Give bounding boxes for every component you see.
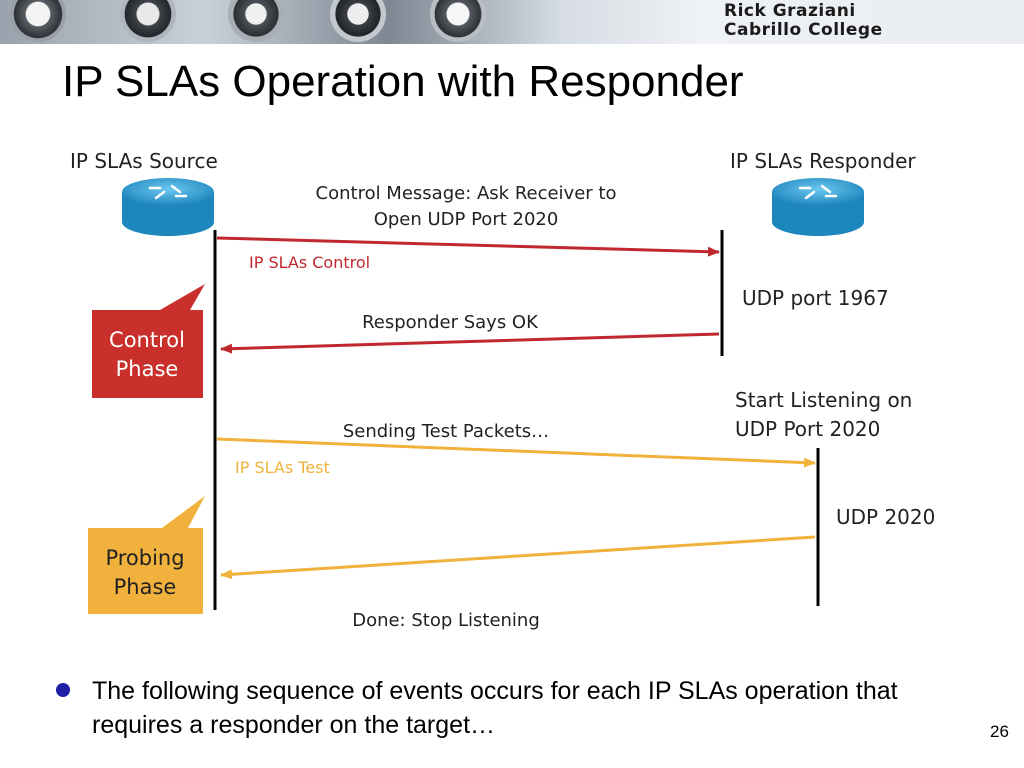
control-response-arrow [220,332,720,354]
udp-port-1967-label: UDP port 1967 [742,286,889,310]
control-phase-line1: Control [109,328,185,352]
slide-title: IP SLAs Operation with Responder [62,57,744,106]
router-icon [772,178,864,236]
test-response-arrow [220,535,816,580]
probing-phase-line1: Probing [105,546,184,570]
start-listening-line1: Start Listening on [735,388,912,412]
responder-says-ok-label: Responder Says OK [362,312,539,333]
probing-phase-line2: Phase [114,575,177,599]
bullet-icon [56,683,70,697]
bullet-text: The following sequence of events occurs … [92,677,898,739]
ip-slas-control-label: IP SLAs Control [249,253,370,272]
control-message-line1: Control Message: Ask Receiver to [316,183,617,204]
control-phase-callout: Control Phase [92,284,205,398]
control-request-arrow [216,236,720,257]
banner-name: Rick Graziani [724,1,856,21]
header-banner: Rick Graziani Cabrillo College [0,0,1024,44]
source-label: IP SLAs Source [70,149,218,173]
test-packets-arrow [216,437,816,468]
slide-number: 26 [990,722,1009,741]
control-message-line2: Open UDP Port 2020 [374,209,559,230]
start-listening-line2: UDP Port 2020 [735,417,880,441]
sending-test-packets-label: Sending Test Packets… [343,421,549,442]
udp-2020-label: UDP 2020 [836,505,935,529]
sequence-diagram: IP SLAs Source IP SLAs Responder Control… [70,149,935,631]
router-icon [122,178,214,236]
ip-slas-test-label: IP SLAs Test [235,458,330,477]
responder-label: IP SLAs Responder [730,149,916,173]
banner-college: Cabrillo College [724,20,883,40]
control-phase-line2: Phase [116,357,179,381]
done-stop-listening-label: Done: Stop Listening [352,610,540,631]
banner-text: Rick Graziani Cabrillo College [724,2,883,40]
probing-phase-callout: Probing Phase [88,496,205,614]
